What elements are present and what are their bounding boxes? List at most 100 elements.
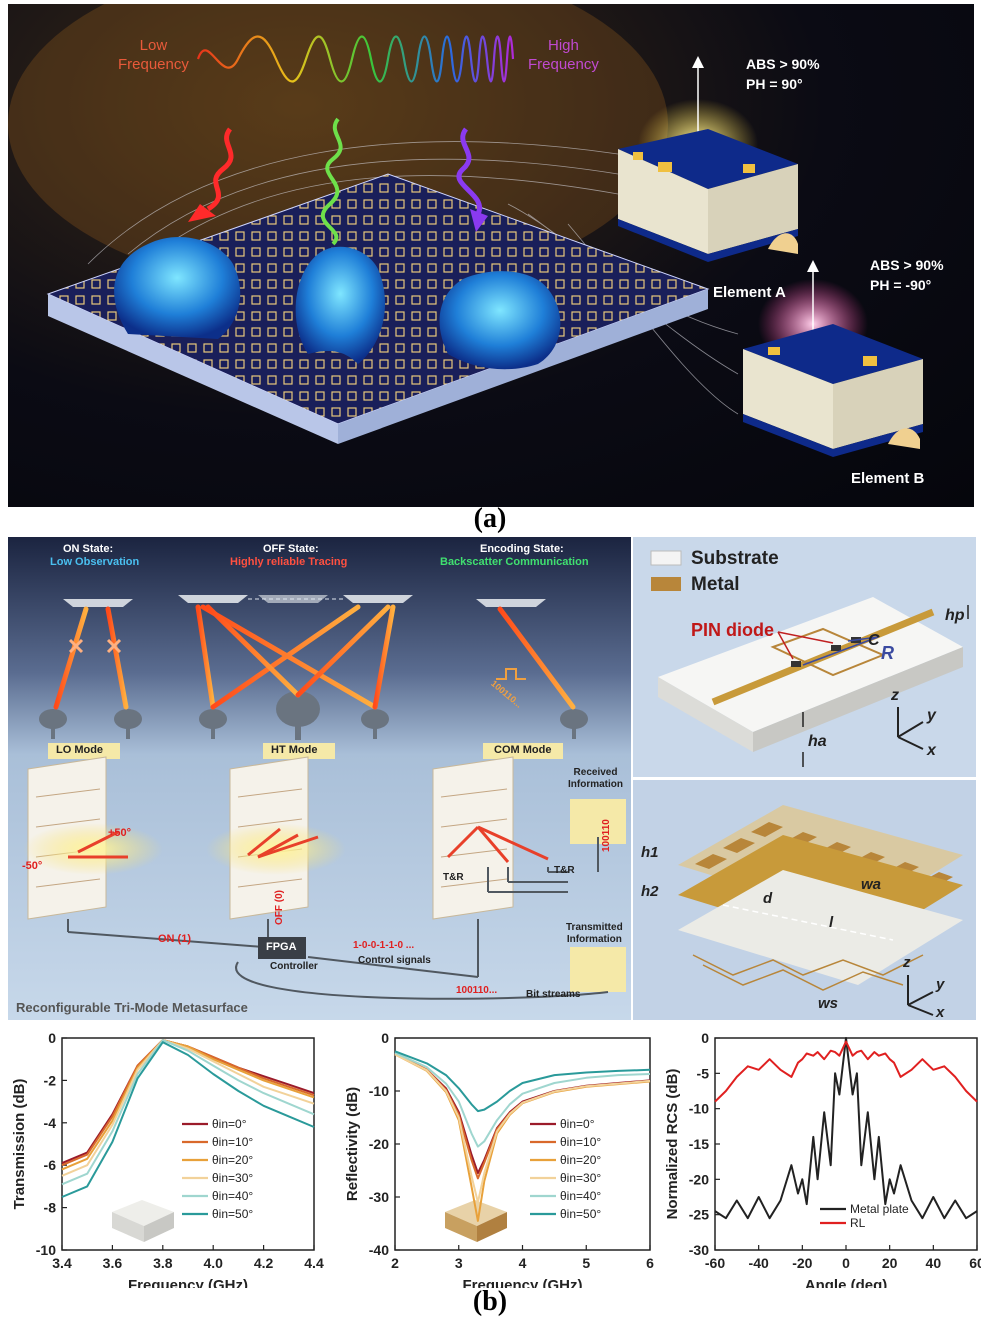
axes-triad-2 — [907, 975, 934, 1016]
fpga-chip — [258, 937, 306, 959]
x-tick-label: 6 — [646, 1255, 654, 1271]
y-tick-label: 0 — [48, 1030, 56, 1046]
axis-z-label-2: z — [903, 954, 911, 971]
plot-frame — [714, 1037, 978, 1251]
y-tick-label: 0 — [701, 1030, 709, 1046]
y-tick-label: -30 — [369, 1189, 389, 1205]
y-axis-label: Normalized RCS (dB) — [664, 1069, 681, 1220]
series-line — [61, 1041, 315, 1198]
element-b-abs-label: ABS > 90% — [870, 257, 944, 273]
metasurface-illustration — [8, 4, 923, 457]
legend-label: θin=30° — [560, 1171, 601, 1185]
series-line — [714, 1040, 978, 1103]
encoding-state-sub: Backscatter Communication — [440, 556, 589, 568]
ht-mode-tag — [263, 743, 335, 759]
element-a-ph-label: PH = 90° — [746, 76, 803, 92]
bit-streams-value: 100110... — [456, 985, 498, 996]
l-label: l — [829, 914, 834, 931]
on-signal-label: ON (1) — [158, 933, 191, 945]
tri-mode-drawing — [23, 595, 626, 1000]
y-tick-label: -10 — [369, 1083, 389, 1099]
tri-mode-title: Reconfigurable Tri-Mode Metasurface — [16, 1000, 248, 1015]
substrate-swatch — [650, 550, 682, 566]
y-tick-label: -15 — [689, 1136, 709, 1152]
received-info-label: Received Information — [568, 767, 623, 790]
unit-cell-diagram: Substrate Metal PIN diode C R hp ha z y … — [633, 537, 976, 777]
x-tick-label: 5 — [582, 1255, 590, 1271]
element-b-label: Element B — [851, 470, 925, 487]
control-wires — [67, 837, 609, 1000]
bits-vertical: 100110 — [601, 819, 612, 852]
x-tick-label: 3.6 — [103, 1255, 123, 1271]
series-line — [394, 1051, 651, 1148]
drones — [63, 595, 546, 607]
axis-x-label: x — [927, 742, 936, 759]
x-tick-label: 3 — [455, 1255, 463, 1271]
x-tick-label: 4.0 — [203, 1255, 223, 1271]
y-tick-label: 0 — [381, 1030, 389, 1046]
inset-cell-side — [445, 1212, 477, 1242]
y-tick-label: -40 — [369, 1242, 389, 1258]
element-a-illustration — [618, 56, 798, 262]
y-tick-label: -6 — [44, 1157, 57, 1173]
series-line — [714, 1037, 978, 1220]
element-b-ph-label: PH = -90° — [870, 277, 932, 293]
wa-label: wa — [861, 876, 882, 893]
inset-cell-top — [112, 1200, 174, 1226]
series-line — [394, 1053, 651, 1204]
plot-frame — [394, 1037, 651, 1251]
metal-legend: Metal — [691, 574, 740, 595]
control-signals-label: Control signals — [358, 955, 431, 966]
x-tick-label: -60 — [705, 1255, 725, 1271]
element-a-label: Element A — [713, 284, 786, 301]
pin-diode-label: PIN diode — [691, 620, 775, 640]
x-tick-label: 0 — [842, 1255, 850, 1271]
x-tick-label: 3.4 — [52, 1255, 72, 1271]
axis-z-label: z — [891, 687, 899, 704]
high-frequency-label: High Frequency — [528, 37, 599, 73]
series-line — [61, 1039, 315, 1177]
axes-triad-1 — [897, 707, 924, 750]
received-info-box — [570, 799, 626, 844]
capacitor-label: C — [868, 632, 880, 649]
on-state-label: ON State: — [63, 543, 114, 555]
x-tick-label: -20 — [792, 1255, 812, 1271]
inset-cell-front — [477, 1212, 507, 1242]
plus50-label: +50° — [108, 827, 132, 839]
x-tick-label: 4 — [519, 1255, 527, 1271]
violet-wave-arrow — [456, 127, 483, 216]
y-tick-label: -5 — [697, 1065, 710, 1081]
y-tick-label: -25 — [689, 1207, 709, 1223]
legend-label: θin=50° — [560, 1207, 601, 1221]
x-axis-label: Angle (deg) — [805, 1277, 888, 1288]
series-line — [394, 1050, 651, 1113]
legend-label: θin=50° — [212, 1207, 253, 1221]
y-tick-label: -30 — [689, 1242, 709, 1258]
encoding-state-label: Encoding State: — [480, 543, 564, 555]
layer-stack-diagram: h1 h2 d l wa ws z y x — [633, 780, 976, 1021]
lo-mode-tag — [48, 743, 120, 759]
bit-streams-label: Bit streams — [526, 989, 581, 1000]
tr-label-1: T&R — [443, 872, 464, 883]
y-tick-label: -10 — [689, 1101, 709, 1117]
layer-stack-drawing — [678, 805, 963, 1016]
y-tick-label: -20 — [369, 1136, 389, 1152]
legend-label: θin=40° — [560, 1189, 601, 1203]
legend-label: θin=10° — [560, 1135, 601, 1149]
ht-mode-label: HT Mode — [271, 744, 318, 756]
blocked-marks — [68, 638, 122, 654]
off-signal-label: OFF (0) — [274, 890, 285, 925]
metal-swatch — [651, 577, 681, 591]
inset-cell-side — [112, 1212, 144, 1242]
controller-label: Controller — [270, 961, 318, 972]
y-tick-label: -20 — [689, 1171, 709, 1187]
tr-label-2: T&R — [554, 865, 575, 876]
com-mode-label: COM Mode — [494, 744, 552, 756]
axis-y-label-2: y — [936, 976, 945, 993]
legend-label: θin=40° — [212, 1189, 253, 1203]
series-line — [61, 1039, 315, 1171]
y-axis-label: Reflectivity (dB) — [344, 1087, 361, 1201]
x-axis-label: Frequency (GHz) — [128, 1277, 248, 1288]
